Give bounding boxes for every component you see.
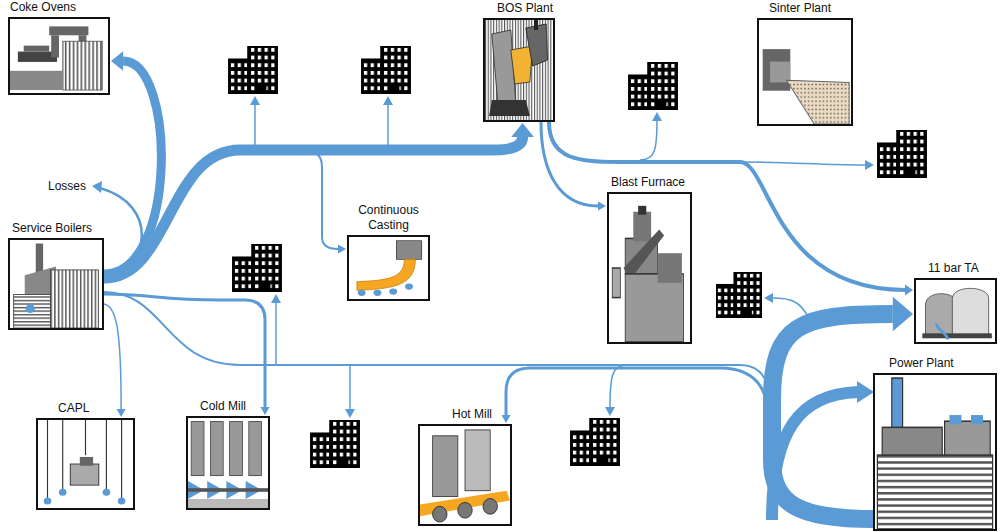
branch-line bbox=[349, 365, 351, 410]
unit-picture bbox=[873, 373, 997, 531]
unit-picture bbox=[186, 416, 270, 510]
flow-line bbox=[549, 122, 905, 290]
plant-unit: Continuous Casting bbox=[347, 203, 430, 301]
steam-flow bbox=[104, 123, 534, 278]
arrowhead bbox=[865, 160, 874, 170]
branch-line bbox=[387, 104, 389, 150]
plant-unit: Cold Mill bbox=[186, 399, 270, 510]
plant-unit: 11 bar TA bbox=[914, 261, 997, 344]
flow-line bbox=[104, 137, 523, 278]
steam-flow bbox=[501, 368, 873, 519]
plant-unit: Service Boilers bbox=[8, 221, 104, 330]
unit-label: Service Boilers bbox=[8, 221, 104, 236]
arrowhead bbox=[764, 293, 773, 303]
unit-picture bbox=[757, 18, 853, 126]
building-icon bbox=[362, 46, 410, 94]
unit-picture bbox=[8, 238, 104, 330]
building-icon bbox=[716, 272, 762, 318]
branch-line bbox=[254, 104, 256, 150]
branch-line bbox=[740, 162, 866, 165]
steam-flow bbox=[104, 304, 126, 417]
flow-label: Losses bbox=[46, 179, 88, 194]
flow-line bbox=[506, 368, 873, 519]
arrowhead bbox=[338, 245, 346, 254]
branch-line bbox=[610, 365, 628, 408]
arrowhead bbox=[857, 381, 874, 403]
building-icons bbox=[229, 46, 926, 468]
unit-label: Coke Ovens bbox=[8, 0, 110, 15]
unit-label: BOS Plant bbox=[483, 1, 555, 16]
plant-unit: CAPL bbox=[36, 401, 135, 510]
arrowhead bbox=[345, 409, 355, 418]
unit-label: Sinter Plant bbox=[757, 1, 853, 16]
plant-unit: Power Plant bbox=[873, 356, 997, 531]
unit-picture bbox=[347, 235, 430, 301]
arrowhead bbox=[893, 297, 913, 332]
unit-picture bbox=[914, 278, 997, 344]
branch-line bbox=[275, 302, 277, 365]
arrowhead bbox=[92, 181, 102, 193]
arrowhead bbox=[511, 123, 534, 137]
arrowhead bbox=[652, 112, 662, 121]
unit-label: 11 bar TA bbox=[914, 261, 997, 276]
arrowhead bbox=[905, 285, 913, 296]
steam-flow bbox=[104, 294, 270, 415]
building-icon bbox=[311, 420, 359, 468]
flow-line bbox=[104, 304, 121, 409]
plant-unit: Sinter Plant bbox=[757, 1, 853, 126]
arrowhead bbox=[598, 201, 606, 210]
building-icon bbox=[878, 130, 926, 178]
arrowhead bbox=[117, 409, 126, 417]
unit-picture bbox=[36, 418, 135, 510]
arrowhead bbox=[111, 51, 123, 70]
arrowhead bbox=[250, 96, 260, 105]
flow-line bbox=[104, 151, 338, 280]
plant-unit: Blast Furnace bbox=[607, 175, 692, 344]
branch-line bbox=[640, 120, 657, 160]
arrowhead bbox=[271, 294, 281, 303]
unit-label: Cold Mill bbox=[186, 399, 270, 414]
arrowhead bbox=[383, 96, 393, 105]
arrowhead bbox=[501, 415, 510, 423]
unit-picture bbox=[483, 18, 555, 122]
building-icon bbox=[571, 418, 619, 466]
building-icon bbox=[229, 46, 277, 94]
unit-picture bbox=[8, 17, 110, 95]
unit-picture bbox=[418, 424, 512, 526]
unit-label: Hot Mill bbox=[418, 407, 512, 422]
steam-flow bbox=[104, 151, 346, 280]
unit-label: Blast Furnace bbox=[607, 175, 692, 190]
branch-arrowheads bbox=[92, 96, 874, 418]
unit-picture bbox=[607, 192, 692, 344]
plant-unit: BOS Plant bbox=[483, 1, 555, 122]
unit-label: CAPL bbox=[36, 401, 135, 416]
arrowhead bbox=[605, 407, 615, 416]
plant-unit: Coke Ovens bbox=[8, 0, 110, 95]
building-icon bbox=[233, 244, 281, 292]
plant-unit: Hot Mill bbox=[418, 407, 512, 526]
flow-line bbox=[104, 294, 265, 407]
unit-label: Continuous Casting bbox=[347, 203, 430, 233]
arrowhead bbox=[260, 407, 269, 415]
building-icon bbox=[629, 62, 677, 110]
unit-label: Power Plant bbox=[873, 356, 997, 371]
steam-flow bbox=[549, 122, 913, 295]
